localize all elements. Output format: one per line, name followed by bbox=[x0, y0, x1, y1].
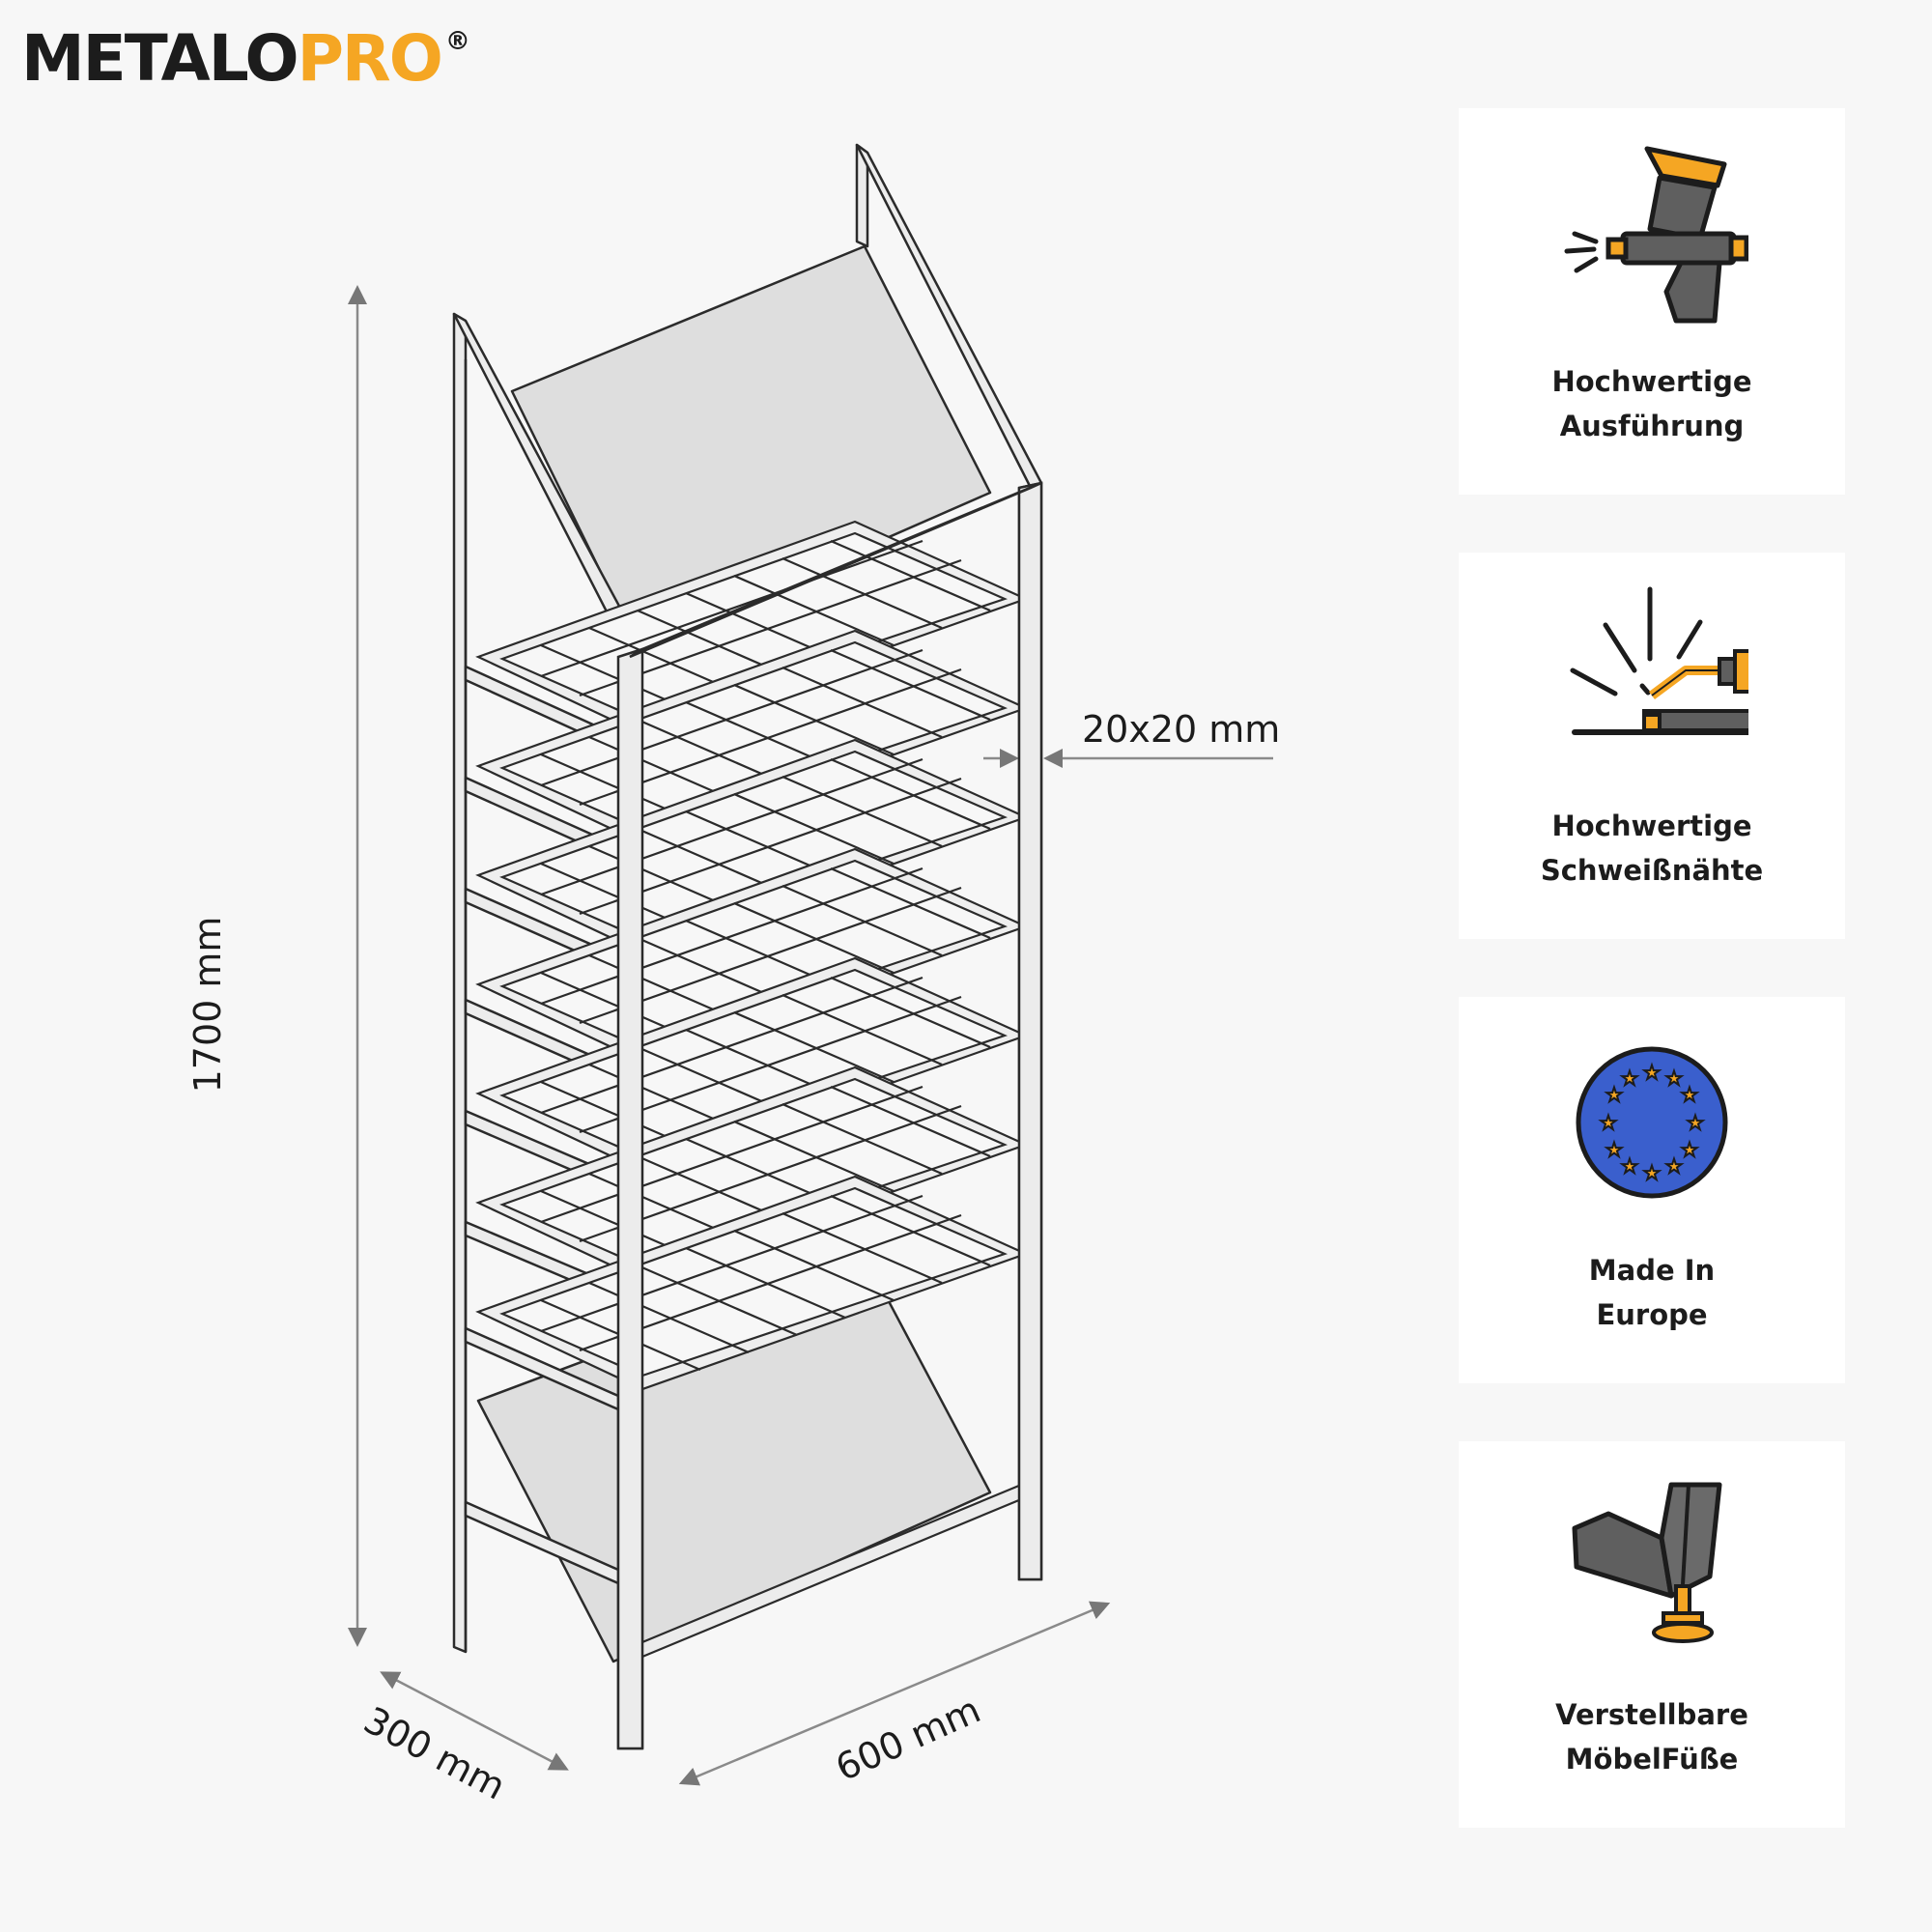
eu-flag-icon: ★★★ ★★★ ★★★ ★★★ bbox=[1576, 1046, 1728, 1199]
welding-torch-icon bbox=[1570, 586, 1748, 735]
front-left-upright bbox=[616, 647, 644, 1750]
feature-label: Made In Europe bbox=[1588, 1254, 1716, 1331]
feature-card-quality: Hochwertige Ausführung bbox=[1459, 108, 1845, 495]
svg-text:★: ★ bbox=[1681, 1138, 1698, 1161]
brand-name-part1: METALO bbox=[21, 21, 299, 96]
svg-text:★: ★ bbox=[1621, 1066, 1638, 1090]
width-dimension-line bbox=[678, 1601, 1111, 1786]
svg-text:★: ★ bbox=[1665, 1066, 1683, 1090]
feature-card-welding: Hochwertige Schweißnähte bbox=[1459, 553, 1845, 939]
spray-gun-icon bbox=[1564, 146, 1748, 324]
shelf-drawing bbox=[348, 143, 1273, 1786]
feature-label: Verstellbare MöbelFüße bbox=[1555, 1698, 1748, 1776]
wine-rack-shelves bbox=[475, 520, 1029, 1659]
svg-text:★: ★ bbox=[1621, 1154, 1638, 1178]
svg-text:★: ★ bbox=[1600, 1111, 1617, 1134]
svg-text:★: ★ bbox=[1665, 1154, 1683, 1178]
svg-text:★: ★ bbox=[1681, 1083, 1698, 1106]
svg-text:★: ★ bbox=[1605, 1138, 1623, 1161]
feature-label: Hochwertige Ausführung bbox=[1551, 365, 1752, 442]
svg-text:★: ★ bbox=[1643, 1161, 1661, 1184]
adjustable-foot-icon bbox=[1572, 1482, 1722, 1643]
front-right-upright bbox=[1017, 481, 1043, 1581]
feature-card-feet: Verstellbare MöbelFüße bbox=[1459, 1441, 1845, 1828]
registered-mark: ® bbox=[444, 27, 470, 56]
tube-size-label: 20x20 mm bbox=[1082, 708, 1281, 751]
height-label: 1700 mm bbox=[186, 916, 229, 1094]
brand-name-part2: PRO bbox=[297, 21, 443, 96]
svg-text:★: ★ bbox=[1643, 1061, 1661, 1084]
feature-card-europe: ★★★ ★★★ ★★★ ★★★ Made In Europe bbox=[1459, 997, 1845, 1383]
front-top-rail bbox=[629, 481, 1042, 659]
svg-text:★: ★ bbox=[1687, 1111, 1704, 1134]
svg-text:★: ★ bbox=[1605, 1083, 1623, 1106]
depth-dimension-line bbox=[380, 1671, 569, 1771]
feature-label: Hochwertige Schweißnähte bbox=[1540, 810, 1764, 887]
